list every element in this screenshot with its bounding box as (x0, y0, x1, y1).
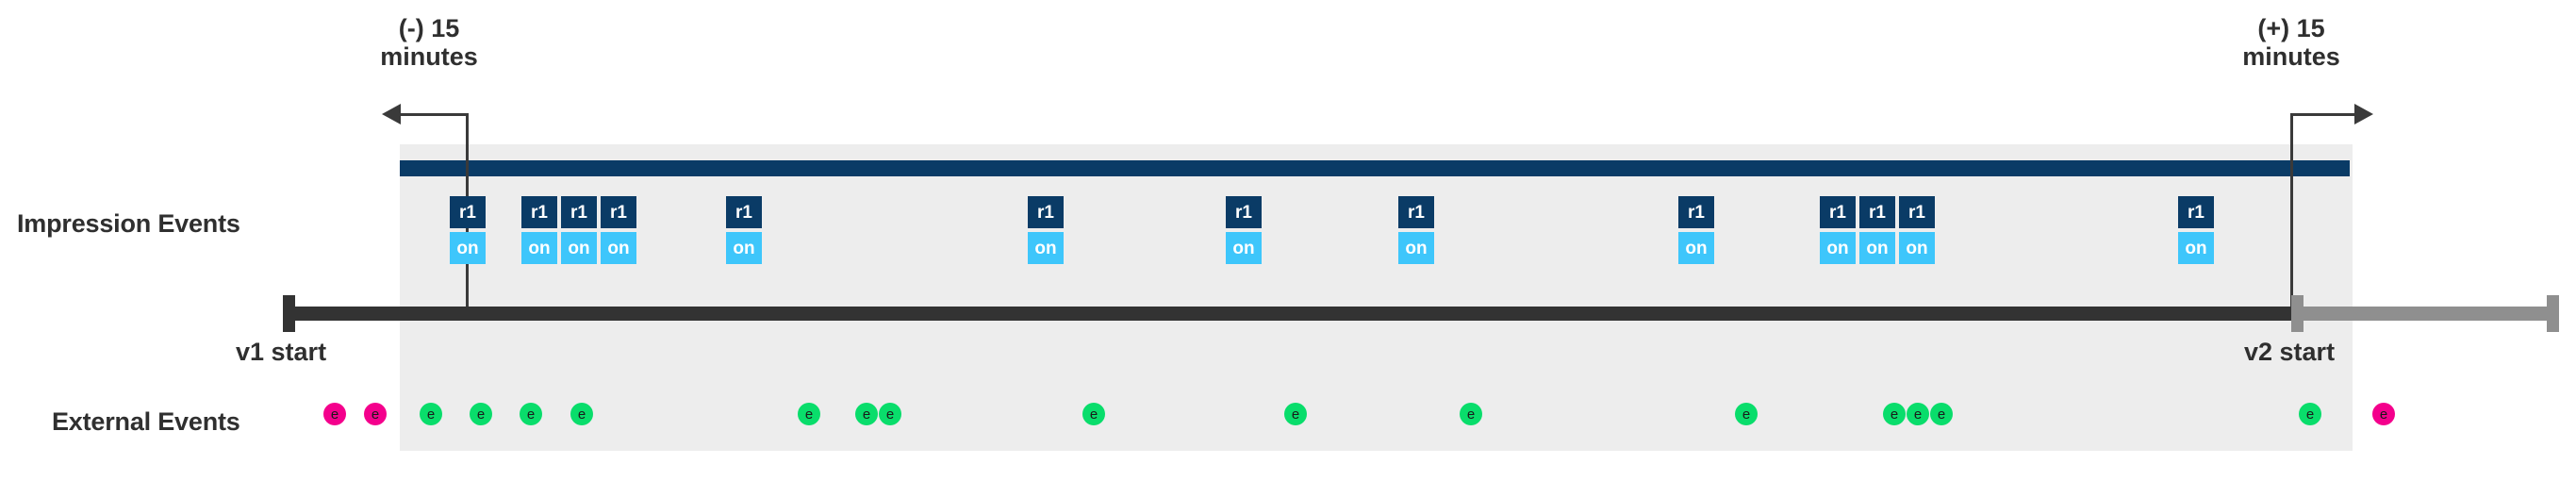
callout-right-guideline (2290, 113, 2293, 316)
external-event-dot[interactable]: e (420, 403, 442, 425)
impression-badge-r1: r1 (726, 196, 762, 228)
impression-badge-r1: r1 (1899, 196, 1935, 228)
external-event-dot[interactable]: e (470, 403, 492, 425)
impression-badge-r1: r1 (1226, 196, 1262, 228)
impression-event-badge-stack[interactable]: r1 on (521, 196, 557, 264)
impression-badge-on: on (1859, 232, 1895, 264)
external-event-dot[interactable]: e (364, 403, 387, 425)
impression-badge-on: on (561, 232, 597, 264)
external-event-dot[interactable]: e (323, 403, 346, 425)
callout-right-arrow-shaft (2291, 113, 2355, 116)
external-event-dot[interactable]: e (798, 403, 820, 425)
impression-badge-on: on (450, 232, 486, 264)
external-event-dot[interactable]: e (2299, 403, 2321, 425)
impression-event-badge-stack[interactable]: r1 on (1899, 196, 1935, 264)
callout-left-arrow-shaft (400, 113, 468, 116)
impression-event-badge-stack[interactable]: r1 on (1398, 196, 1434, 264)
v1-timeline-bar (283, 307, 2291, 321)
v1-start-label: v1 start (236, 338, 327, 366)
impression-badge-on: on (1678, 232, 1714, 264)
impression-event-badge-stack[interactable]: r1 on (1859, 196, 1895, 264)
external-event-dot[interactable]: e (1460, 403, 1482, 425)
callout-right-line2: minutes (2242, 42, 2340, 72)
impression-badge-on: on (1226, 232, 1262, 264)
row-label-impression-events: Impression Events (17, 209, 240, 238)
v1-start-cap (283, 295, 295, 332)
callout-right-plus-15: (+) 15 minutes (2202, 14, 2381, 71)
impression-event-badge-stack[interactable]: r1 on (450, 196, 486, 264)
impression-badge-r1: r1 (1859, 196, 1895, 228)
impression-badge-on: on (1820, 232, 1856, 264)
impression-badge-r1: r1 (1678, 196, 1714, 228)
impression-badge-on: on (726, 232, 762, 264)
external-event-dot[interactable]: e (1284, 403, 1307, 425)
impression-event-badge-stack[interactable]: r1 on (1678, 196, 1714, 264)
external-event-dot[interactable]: e (1082, 403, 1105, 425)
external-event-dot[interactable]: e (2372, 403, 2395, 425)
impression-badge-on: on (1899, 232, 1935, 264)
impression-badge-r1: r1 (450, 196, 486, 228)
impression-badge-on: on (601, 232, 636, 264)
row-label-external-events: External Events (52, 407, 240, 436)
callout-right-arrow-head-icon (2354, 104, 2373, 124)
external-event-dot[interactable]: e (1930, 403, 1953, 425)
impression-badge-r1: r1 (1028, 196, 1064, 228)
impression-event-badge-stack[interactable]: r1 on (601, 196, 636, 264)
impression-badge-on: on (2178, 232, 2214, 264)
impression-badge-r1: r1 (1398, 196, 1434, 228)
external-event-dot[interactable]: e (1735, 403, 1758, 425)
callout-left-arrow-head-icon (382, 104, 401, 124)
version-header-bar (400, 160, 2350, 176)
impression-event-badge-stack[interactable]: r1 on (561, 196, 597, 264)
callout-left-line2: minutes (380, 42, 478, 72)
impression-event-badge-stack[interactable]: r1 on (1028, 196, 1064, 264)
external-event-dot[interactable]: e (520, 403, 542, 425)
v2-start-label: v2 start (2244, 338, 2336, 366)
impression-badge-on: on (521, 232, 557, 264)
impression-badge-on: on (1398, 232, 1434, 264)
external-event-dot[interactable]: e (1907, 403, 1929, 425)
impression-badge-r1: r1 (2178, 196, 2214, 228)
callout-left-line1: (-) 15 (398, 14, 460, 42)
impression-event-badge-stack[interactable]: r1 on (726, 196, 762, 264)
v2-start-cap (2291, 295, 2304, 332)
external-event-dot[interactable]: e (855, 403, 878, 425)
impression-badge-r1: r1 (561, 196, 597, 228)
attribution-window-band (400, 144, 2353, 451)
v2-end-cap (2547, 295, 2559, 332)
callout-left-minus-15: (-) 15 minutes (339, 14, 519, 71)
impression-event-badge-stack[interactable]: r1 on (2178, 196, 2214, 264)
impression-badge-r1: r1 (1820, 196, 1856, 228)
v2-timeline-bar (2291, 307, 2559, 321)
impression-badge-on: on (1028, 232, 1064, 264)
impression-badge-r1: r1 (601, 196, 636, 228)
callout-right-line1: (+) 15 (2257, 14, 2325, 42)
external-event-dot[interactable]: e (879, 403, 901, 425)
impression-event-badge-stack[interactable]: r1 on (1820, 196, 1856, 264)
impression-event-badge-stack[interactable]: r1 on (1226, 196, 1262, 264)
external-event-dot[interactable]: e (570, 403, 593, 425)
impression-badge-r1: r1 (521, 196, 557, 228)
external-event-dot[interactable]: e (1883, 403, 1906, 425)
